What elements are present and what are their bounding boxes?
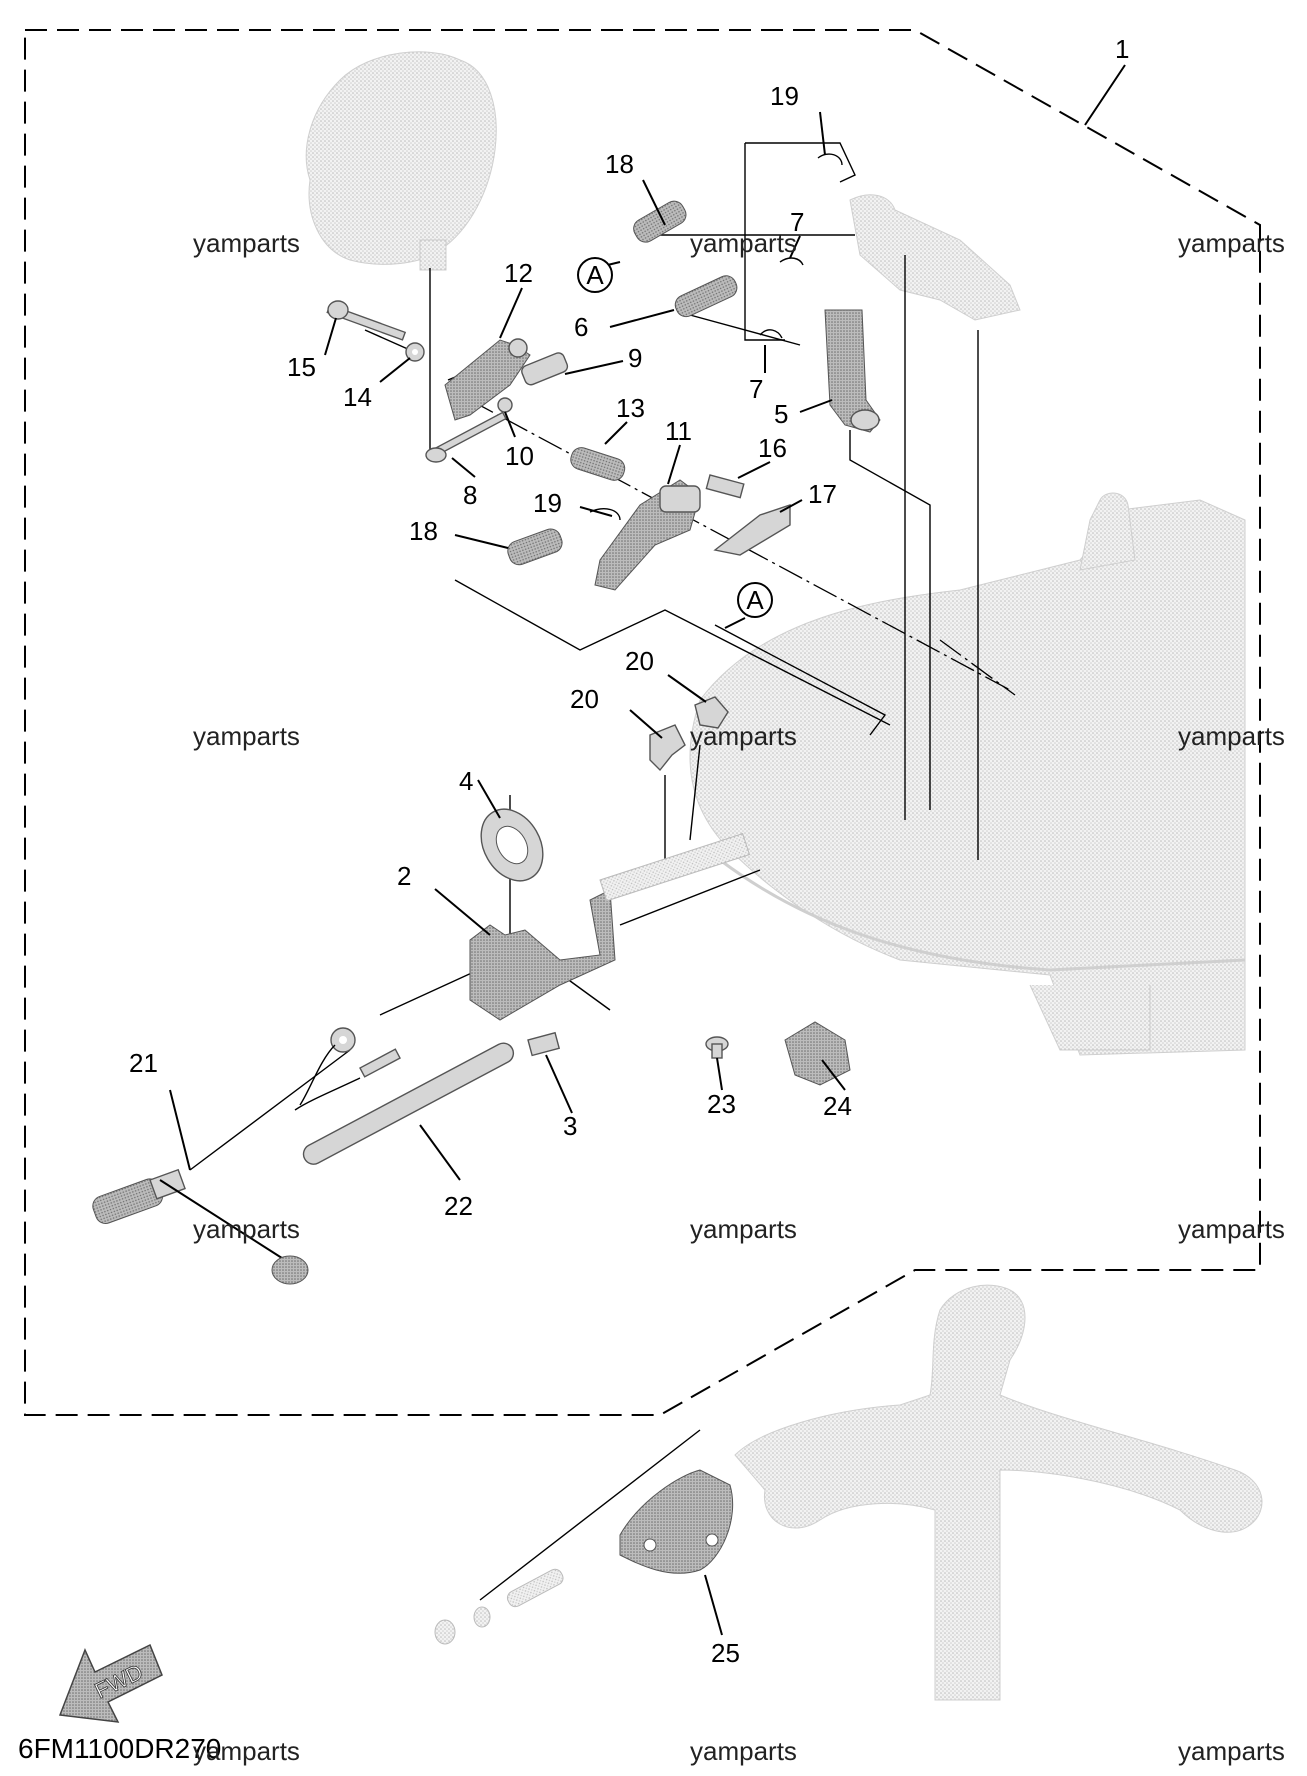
callout-1: 1: [1115, 34, 1129, 64]
callout-10: 10: [505, 441, 534, 471]
callout-9: 9: [628, 343, 642, 373]
diagram-code: 6FM1100DR270: [18, 1733, 221, 1764]
kit-boundary: [24, 29, 1261, 1416]
callout-16: 16: [758, 433, 787, 463]
callout-23: 23: [707, 1089, 736, 1119]
ref-marker-a-1-label: A: [586, 260, 604, 290]
part-23-screw: [705, 1036, 729, 1059]
callouts: 1 2 3 4 5 6 7 7 8 9 10 11 12 13 14 15 16…: [129, 34, 1129, 1668]
part-14-washer: [405, 342, 425, 362]
part-18-collar-a: [633, 200, 687, 243]
callout-12: 12: [504, 258, 533, 288]
callout-21: 21: [129, 1048, 158, 1078]
callout-7b: 7: [749, 374, 763, 404]
ref-marker-a-2: A: [737, 582, 773, 618]
callout-19a: 19: [770, 81, 799, 111]
callout-18a: 18: [605, 149, 634, 179]
watermarks: yamparts yamparts yamparts yamparts yamp…: [193, 228, 1285, 1766]
part-20-clip-b: [694, 696, 729, 729]
callout-7a: 7: [790, 207, 804, 237]
fwd-arrow-icon: FWD: [58, 1643, 163, 1723]
watermark: yamparts: [1178, 1214, 1285, 1244]
watermark: yamparts: [193, 228, 300, 258]
callout-14: 14: [343, 382, 372, 412]
watermark: yamparts: [193, 1214, 300, 1244]
watermark: yamparts: [690, 1214, 797, 1244]
callout-22: 22: [444, 1191, 473, 1221]
part-13-collar: [570, 447, 626, 481]
part-2-bracket: [469, 833, 751, 1021]
watermark: yamparts: [193, 1736, 300, 1766]
part-8-rod: [425, 411, 507, 463]
ref-marker-a-2-label: A: [746, 585, 764, 615]
part-22-tube: [302, 1042, 515, 1165]
part-9-spring: [521, 352, 569, 386]
watermark: yamparts: [690, 228, 797, 258]
callout-19b: 19: [533, 488, 562, 518]
part-10-washer: [497, 397, 513, 413]
watermark: yamparts: [690, 721, 797, 751]
assembly-lines: [189, 142, 1016, 1601]
watermark: yamparts: [1178, 721, 1285, 751]
tiller-ghost: [734, 1284, 1263, 1701]
part-21-harness: [92, 1027, 401, 1285]
part-24-connector: [784, 1021, 851, 1086]
part-7-clip: [759, 257, 804, 339]
part-17-plate: [713, 504, 791, 556]
callout-13: 13: [616, 393, 645, 423]
watermark: yamparts: [1178, 1736, 1285, 1766]
lower-cowling-ghost: [689, 492, 1246, 1056]
watermark: yamparts: [690, 1736, 797, 1766]
part-25-bracket: [434, 1469, 734, 1645]
part-5-lever: [824, 309, 881, 433]
part-3-bolt: [527, 1031, 561, 1057]
callout-15: 15: [287, 352, 316, 382]
callout-25: 25: [711, 1638, 740, 1668]
part-11-lever: [594, 479, 701, 591]
part-16-bolt: [705, 474, 745, 499]
carburetor-ghost: [305, 51, 497, 271]
callout-5: 5: [774, 399, 788, 429]
watermark: yamparts: [193, 721, 300, 751]
bracket-ghost: [849, 194, 1021, 321]
callout-4: 4: [459, 766, 473, 796]
watermark: yamparts: [1178, 228, 1285, 258]
callout-18b: 18: [409, 516, 438, 546]
part-15-bolt: [326, 300, 407, 341]
callout-8: 8: [463, 480, 477, 510]
part-4-grommet: [480, 808, 544, 882]
leader-lines: [169, 64, 1126, 1636]
callout-2: 2: [397, 861, 411, 891]
part-6-link: [674, 275, 738, 318]
callout-20b: 20: [570, 684, 599, 714]
callout-3: 3: [563, 1111, 577, 1141]
part-12-lever: [444, 338, 531, 421]
callout-17: 17: [808, 479, 837, 509]
callout-20a: 20: [625, 646, 654, 676]
callout-6: 6: [574, 312, 588, 342]
callout-11: 11: [665, 416, 692, 446]
callout-24: 24: [823, 1091, 852, 1121]
ref-marker-a-1: A: [577, 257, 613, 293]
part-18-collar-b: [507, 528, 563, 566]
